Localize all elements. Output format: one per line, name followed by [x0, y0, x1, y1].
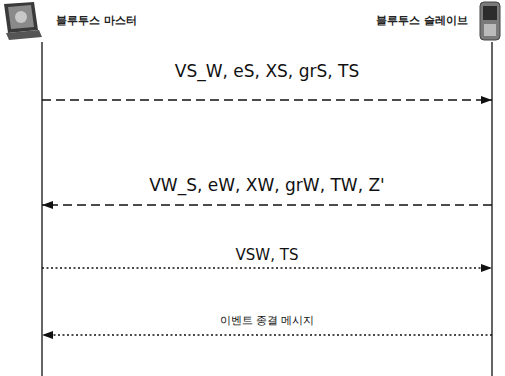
- participant-label: 블루투스 슬레이브: [376, 14, 468, 27]
- lifeline: [491, 42, 492, 376]
- message-label: VS_W, eS, XS, grS, TS: [173, 62, 361, 82]
- message-arrow: [42, 204, 492, 205]
- participant-name: 블루투스 슬레이브: [376, 14, 468, 27]
- laptop-screen: [8, 5, 34, 29]
- phone-screen: [483, 6, 497, 20]
- participant-name: 블루투스 마스터: [56, 14, 137, 27]
- laptop-base: [6, 30, 42, 40]
- phone-keypad: [484, 24, 496, 36]
- laptop-screen-glow: [15, 11, 27, 23]
- message-arrow: [42, 334, 492, 335]
- phone-icon: [480, 2, 500, 40]
- laptop-icon: [4, 2, 42, 40]
- message-label: 이벤트 종결 메시지: [218, 315, 317, 328]
- message-arrow: [42, 267, 492, 268]
- message-arrow: [42, 99, 492, 100]
- lifeline: [41, 42, 42, 376]
- laptop-lid: [4, 2, 38, 33]
- phone-body: [480, 2, 500, 40]
- message-label: VW_S, eW, XW, grW, TW, Z': [147, 176, 387, 196]
- message-label: VSW, TS: [234, 247, 301, 264]
- participant-label: 블루투스 마스터: [56, 14, 137, 27]
